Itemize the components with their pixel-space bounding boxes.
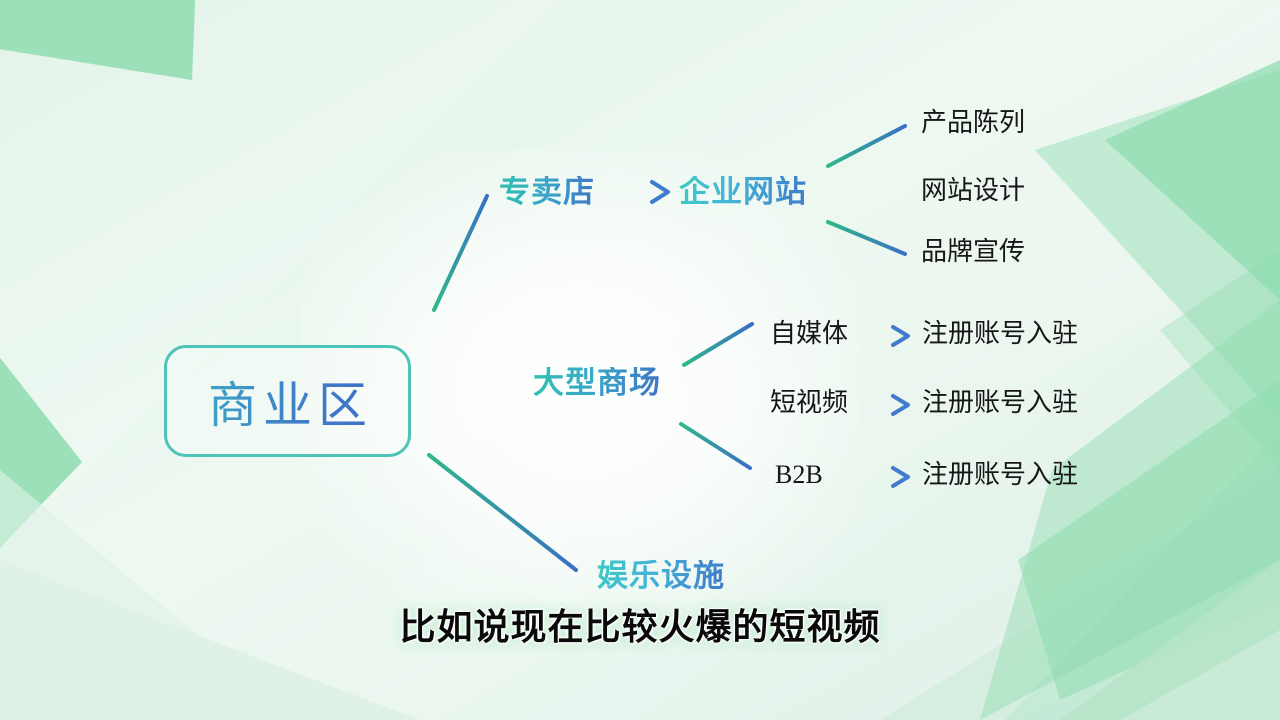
branch-label-specialty-store[interactable]: 专卖店 bbox=[499, 174, 595, 209]
branch-label-shopping-mall[interactable]: 大型商场 bbox=[533, 365, 661, 400]
subtitle-caption: 比如说现在比较火爆的短视频 bbox=[399, 606, 881, 647]
leaf-target-register-account-1[interactable]: 注册账号入驻 bbox=[922, 319, 1079, 348]
branch-label-entertainment-facility[interactable]: 娱乐设施 bbox=[597, 558, 725, 593]
leaf-label-brand-promotion[interactable]: 品牌宣传 bbox=[921, 237, 1026, 266]
leaf-target-register-account-3[interactable]: 注册账号入驻 bbox=[922, 460, 1079, 489]
leaf-label-short-video[interactable]: 短视频 bbox=[770, 388, 849, 417]
root-node-label: 商业区 bbox=[202, 366, 373, 437]
root-node-business-district[interactable]: 商业区 bbox=[164, 345, 411, 457]
leaf-label-b2b[interactable]: B2B bbox=[775, 460, 823, 489]
leaf-target-register-account-2[interactable]: 注册账号入驻 bbox=[922, 388, 1079, 417]
leaf-label-product-display[interactable]: 产品陈列 bbox=[921, 108, 1026, 137]
leaf-label-self-media[interactable]: 自媒体 bbox=[770, 319, 849, 348]
branch-label-enterprise-website[interactable]: 企业网站 bbox=[679, 174, 807, 209]
leaf-label-website-design[interactable]: 网站设计 bbox=[921, 176, 1026, 205]
